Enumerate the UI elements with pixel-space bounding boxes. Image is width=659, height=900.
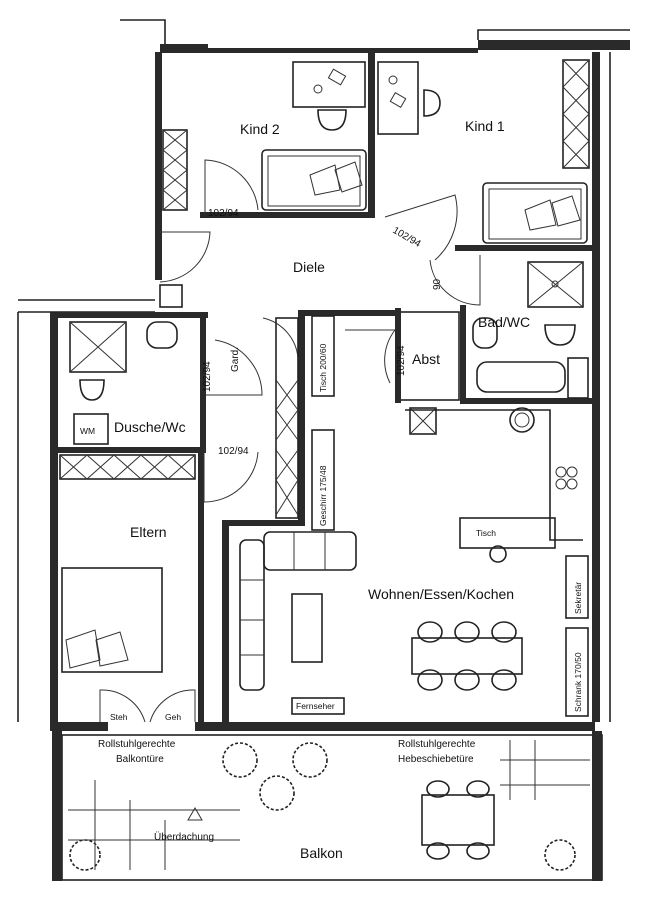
tv-stand	[291, 697, 345, 715]
kind2-bed	[261, 149, 367, 211]
washing-machine	[73, 413, 109, 445]
abst-door-label: 102/94	[396, 345, 407, 376]
gard-wardrobe	[275, 317, 299, 519]
kind1-door-swing	[384, 194, 458, 261]
abst-door-swing	[345, 329, 397, 384]
interior-walls	[58, 52, 595, 728]
kind1-wardrobe	[562, 59, 590, 169]
bad-bathtub	[476, 361, 566, 393]
room-kind2-label: Kind 2	[240, 121, 280, 137]
lift-door-note-line1: Rollstuhlgerechte	[398, 739, 476, 750]
steh-door-swing	[99, 689, 146, 723]
room-kind1-label: Kind 1	[465, 118, 505, 134]
gard-door-swing	[262, 317, 299, 359]
geh-label: Geh	[165, 712, 181, 722]
sekretaer-desk	[565, 555, 589, 619]
eltern-door-swing	[203, 448, 259, 503]
geh-door-swing	[149, 689, 196, 723]
bad-toilet	[544, 324, 576, 346]
tisch-200-label: Tisch 200/60	[318, 343, 328, 392]
schrank	[565, 627, 589, 717]
kind1-chair	[423, 89, 441, 117]
kind2-chair	[317, 109, 347, 131]
geschirr-label: Geschirr 175/48	[318, 465, 328, 526]
eltern-door-label: 102/94	[218, 446, 249, 457]
dusche-shower-tray	[69, 321, 127, 373]
sekretaer-label: Sekretär	[573, 582, 583, 614]
dining-table	[411, 637, 523, 675]
tisch-200	[311, 315, 335, 397]
room-diele-label: Diele	[293, 259, 325, 275]
geschirr-cabinet	[311, 429, 335, 531]
bad-shower-tray	[527, 261, 584, 308]
dusche-toilet	[79, 379, 105, 401]
kind1-desk	[377, 61, 419, 135]
room-balkon-label: Balkon	[300, 845, 343, 861]
wardrobes	[59, 59, 590, 519]
room-eltern-label: Eltern	[130, 524, 167, 540]
kind1-door-label: 102/94	[391, 225, 423, 250]
exterior-walls	[17, 19, 630, 881]
eltern-bed	[61, 567, 163, 673]
gard-label: Gard.	[230, 347, 241, 372]
bad-door-swing	[429, 255, 481, 306]
wm-label: WM	[80, 426, 95, 436]
steh-label: Steh	[110, 712, 128, 722]
annotations: Rollstuhlgerechte Balkontüre Rollstuhlge…	[98, 739, 476, 765]
kind2-wardrobe	[162, 129, 188, 211]
balcony-table	[421, 794, 495, 846]
kind2-door-swing	[204, 159, 259, 215]
room-labels: Kind 2 Kind 1 Diele Bad/WC Abst Dusche/W…	[114, 118, 530, 861]
room-wohnen-label: Wohnen/Essen/Kochen	[368, 586, 514, 602]
schrank-label: Schrank 170/50	[573, 652, 583, 712]
fernseher-label: Fernseher	[296, 701, 335, 711]
coffee-table	[291, 593, 323, 663]
door-swings	[99, 159, 481, 723]
balcony-door-note-line2: Balkontüre	[116, 754, 164, 765]
dusche-sink	[146, 321, 178, 349]
abst-cabinet	[409, 407, 437, 435]
kind1-bed	[482, 182, 588, 244]
hall-90-label: 90	[432, 278, 443, 290]
balcony-grid	[68, 740, 590, 870]
fixture-labels: WM Gard. Tisch Fernseher Sekretär Schran…	[80, 343, 583, 843]
kind2-desk	[292, 61, 366, 108]
bad-sink	[472, 317, 498, 349]
room-bad-label: Bad/WC	[478, 314, 530, 330]
ueberdachung-label: Überdachung	[154, 831, 214, 843]
dusche-door-swing	[206, 339, 263, 396]
furniture	[61, 61, 590, 871]
entrance-door-swing	[158, 231, 211, 283]
lift-door-note-line2: Hebeschiebetüre	[398, 754, 474, 765]
room-dusche-label: Dusche/Wc	[114, 419, 186, 435]
dusche-door-label: 102/94	[202, 361, 213, 392]
ueberdachung-marker	[187, 807, 203, 821]
eltern-wardrobe	[59, 454, 196, 480]
kitchen-counter	[405, 409, 583, 541]
room-abst-label: Abst	[412, 351, 440, 367]
kitchen-table	[459, 517, 556, 549]
kind2-door-label: 102/94	[208, 208, 239, 219]
sofa	[239, 531, 357, 691]
door-labels: 102/94 102/94 90 102/94 102/94 102/94	[202, 208, 443, 457]
balcony-door-note-line1: Rollstuhlgerechte	[98, 739, 176, 750]
tisch-label: Tisch	[476, 528, 496, 538]
